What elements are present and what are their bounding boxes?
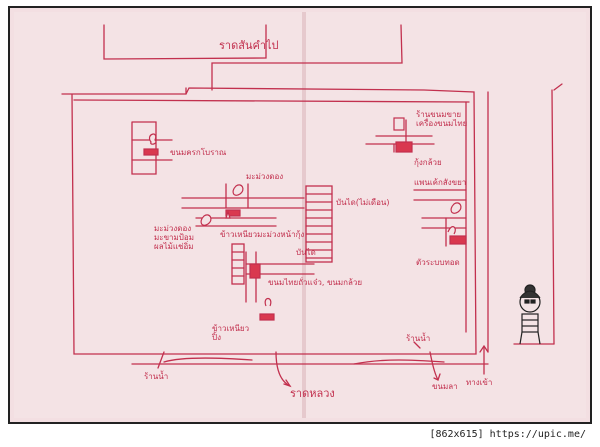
bottom-road-label: ราดหลวง [290, 387, 335, 400]
shop-bottom-right-label: ร้านน้ำ [406, 334, 431, 343]
pastry-label: ตัวระบบทอด [416, 258, 460, 267]
shop-left-label: ร้านน้ำ [144, 372, 169, 381]
snacks-row-label: ขนมไทยถั่วแจ๋ว, ขนมกล้วย [268, 278, 363, 287]
top-road-label: ราดสันคำไป [219, 39, 279, 52]
dessert-label: แพนเค้กสังขยา [414, 178, 467, 187]
map-drawing [61, 12, 563, 418]
stairs-label: บันได(ไม่เดือน) [336, 198, 390, 207]
sticky-pings-label: ข้าวเหนียว ปิ้ง [212, 324, 250, 342]
footer-bar: [862x615] https://upic.me/ [8, 426, 592, 444]
footer-text: [862x615] https://upic.me/ [429, 429, 586, 440]
mango-left-label: มะม่วงดอง มะขามป้อม ผลไม้แช่อิ่ม [154, 224, 194, 251]
old-snacks-label: ขนมครกโบราณ [170, 148, 227, 157]
banana-fried-label: กุ้งกล้วย [414, 158, 442, 167]
top-road-left-wall [103, 24, 267, 60]
map-frame: ราดสันคำไป ขนมครกโบราณ มะม่วงดอง มะม่วงด… [8, 6, 592, 424]
top-road-right-wall [211, 24, 403, 91]
sticky-rice-label: ข้าวเหนียวมะม่วงหน้ากุ้ง [220, 230, 305, 239]
mango-label: มะม่วงดอง [246, 172, 284, 181]
person-illustration [519, 284, 541, 345]
coconut-label: ขนมลา [432, 382, 458, 391]
snack-shop-label: ร้านขนมขาย เครื่องขนมไทย [416, 110, 468, 128]
stairs-small-label: บันได [296, 248, 316, 257]
entrance-label: ทางเข้า [466, 378, 493, 387]
paper-sheet: ราดสันคำไป ขนมครกโบราณ มะม่วงดอง มะม่วงด… [14, 12, 586, 418]
